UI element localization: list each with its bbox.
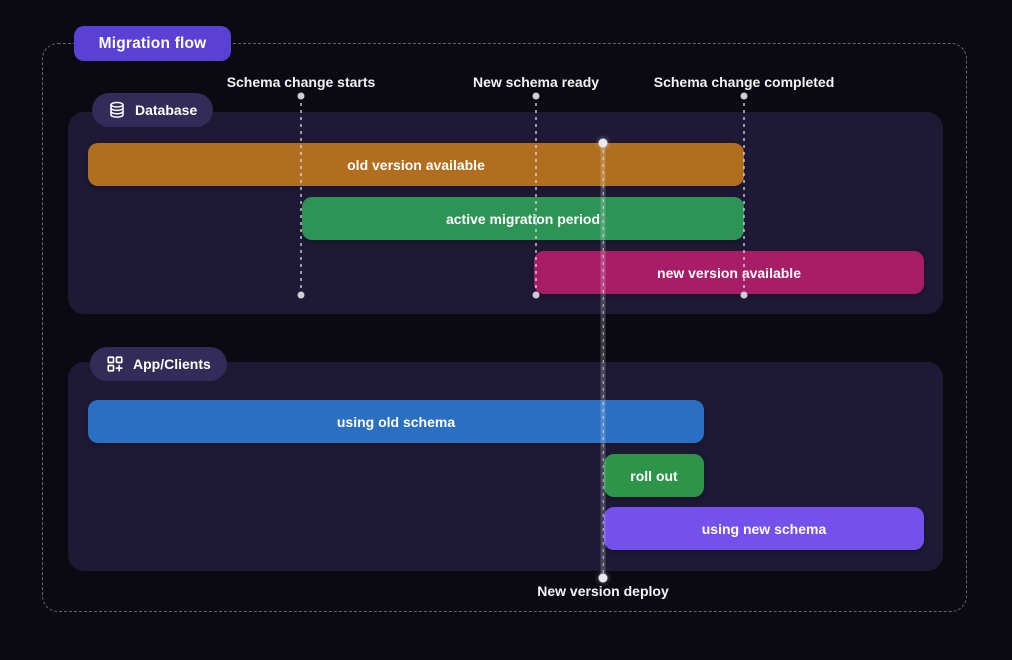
- bar-label-roll-out: roll out: [630, 467, 678, 484]
- bar-label-using-old-schema: using old schema: [336, 413, 456, 430]
- bar-label-using-new-schema: using new schema: [701, 520, 827, 537]
- milestone-dot-bottom-schema-change-starts: [297, 291, 305, 299]
- app-clients-pill: App/Clients: [90, 347, 227, 381]
- milestone-label-new-schema-ready: New schema ready: [472, 74, 600, 90]
- apps-icon: [106, 355, 124, 373]
- database-pill: Database: [92, 93, 214, 127]
- milestone-dot-top-schema-change-completed: [740, 92, 748, 100]
- bar-using-old-schema: using old schema: [88, 400, 704, 443]
- bar-active-migration-period: active migration period: [302, 197, 744, 240]
- bar-label-old-version-available: old version available: [347, 156, 485, 173]
- bar-new-version-available: new version available: [534, 251, 924, 294]
- milestone-dot-bottom-new-schema-ready: [532, 291, 540, 299]
- deploy-dot-bottom: [598, 573, 608, 583]
- milestone-dot-top-new-schema-ready: [532, 92, 540, 100]
- milestone-label-schema-change-starts: Schema change starts: [226, 74, 376, 90]
- bar-label-new-version-available: new version available: [657, 264, 801, 281]
- database-icon: [108, 101, 126, 119]
- milestone-label-schema-change-completed: Schema change completed: [653, 74, 835, 90]
- title-badge: Migration flow: [74, 26, 231, 61]
- bar-using-new-schema: using new schema: [604, 507, 924, 550]
- deploy-line-core: [602, 143, 604, 578]
- app-clients-pill-label: App/Clients: [133, 356, 211, 372]
- milestone-dot-bottom-schema-change-completed: [740, 291, 748, 299]
- milestone-dot-top-schema-change-starts: [297, 92, 305, 100]
- title-text: Migration flow: [98, 34, 207, 52]
- deploy-dot-top: [598, 138, 608, 148]
- diagram-frame: [42, 43, 967, 612]
- milestone-line-schema-change-starts: [300, 96, 302, 295]
- deploy-line: [600, 143, 606, 578]
- bar-label-active-migration-period: active migration period: [445, 210, 601, 227]
- bar-old-version-available: old version available: [88, 143, 744, 186]
- milestone-line-new-schema-ready: [535, 96, 537, 295]
- milestone-line-schema-change-completed: [743, 96, 745, 295]
- bar-roll-out: roll out: [604, 454, 704, 497]
- deploy-label: New version deploy: [537, 583, 669, 599]
- database-pill-label: Database: [135, 102, 198, 118]
